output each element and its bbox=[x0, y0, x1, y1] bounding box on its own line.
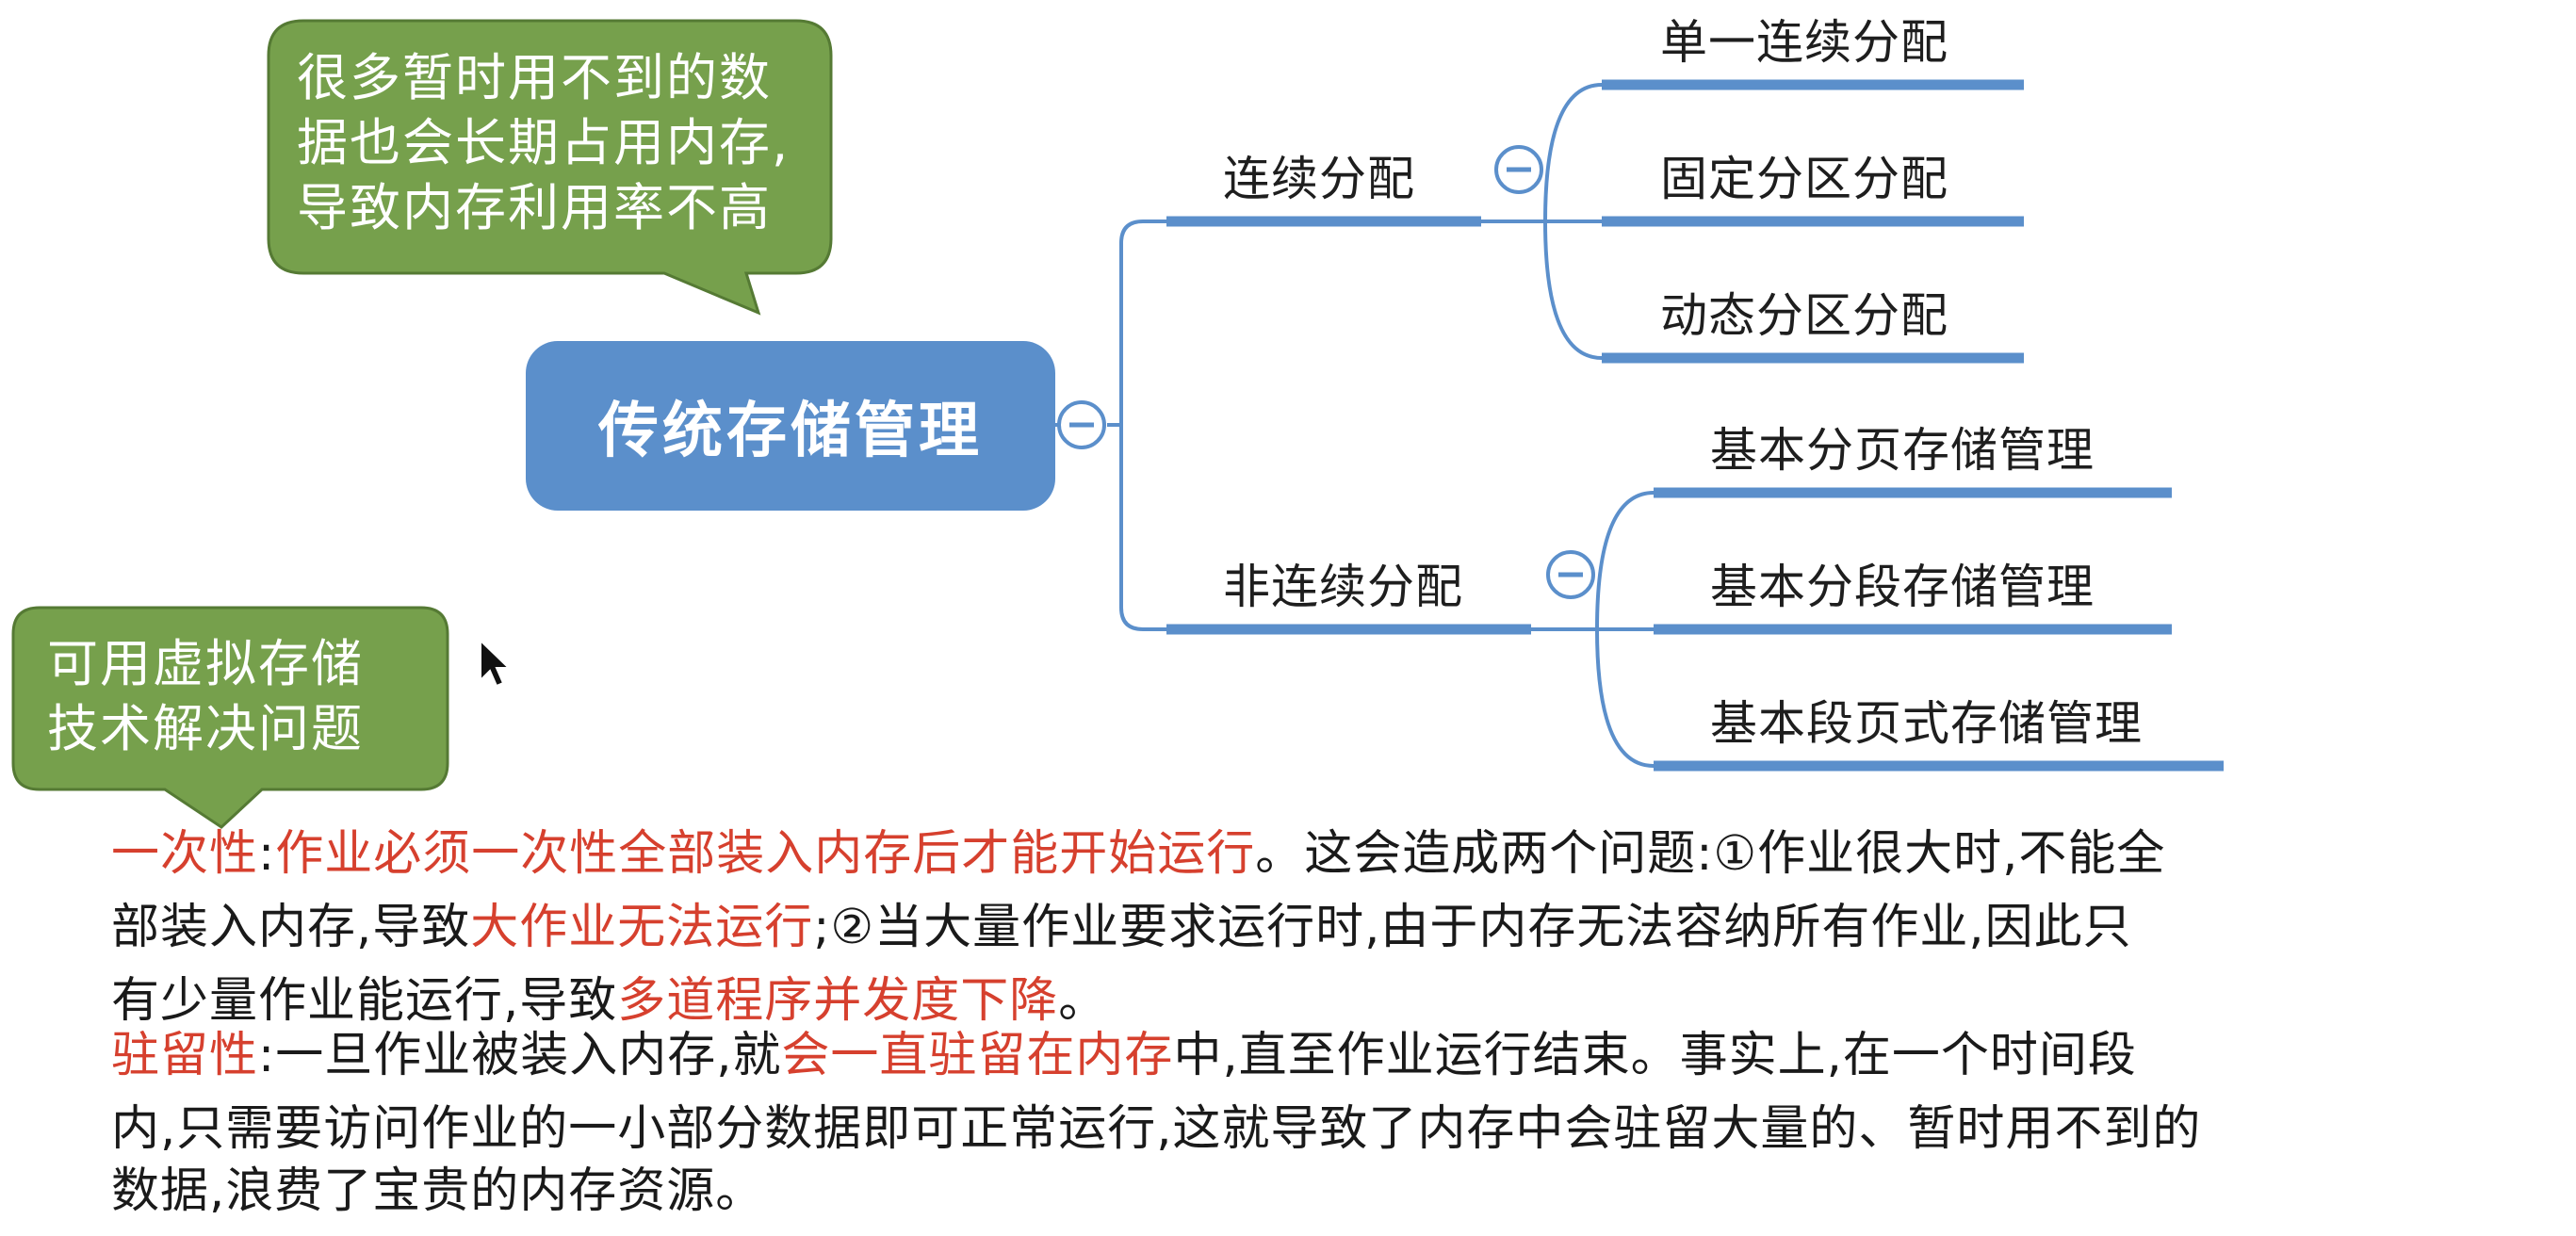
child-label[interactable]: 基本分段存储管理 bbox=[1710, 560, 2095, 614]
text-segment: 。 bbox=[1058, 973, 1108, 1029]
highlight-text: 作业必须一次性全部装入内存后才能开始运行 bbox=[275, 826, 1256, 882]
text-segment: 中,直至作业运行结束。事实上,在一个时间段 bbox=[1173, 1028, 2137, 1083]
central-topic[interactable]: 传统存储管理 bbox=[526, 341, 1055, 511]
branch-1-child-underlines bbox=[1602, 79, 2024, 364]
text-segment: 部装入内存,导致 bbox=[111, 900, 471, 955]
branch-label-noncontinuous[interactable]: 非连续分配 bbox=[1223, 560, 1463, 614]
child-label[interactable]: 基本段页式存储管理 bbox=[1710, 696, 2143, 751]
text-segment: : bbox=[258, 826, 276, 882]
callout-1-text: 很多暂时用不到的数 据也会长期占用内存, 导致内存利用率不高 bbox=[297, 45, 790, 240]
minus-circle-icon[interactable] bbox=[1546, 550, 1595, 599]
text-segment: 有少量作业能运行,导致 bbox=[111, 973, 618, 1029]
text-segment: 数据,浪费了宝贵的内存资源。 bbox=[111, 1163, 765, 1219]
paragraph-one-time-line-3: 有少量作业能运行,导致多道程序并发度下降。 bbox=[111, 965, 1107, 1038]
term-one-time: 一次性 bbox=[111, 826, 259, 882]
callout-bubble-1 bbox=[267, 19, 833, 316]
text-segment: 。这会造成两个问题:①作业很大时,不能全 bbox=[1255, 826, 2166, 882]
highlight-text: 会一直驻留在内存 bbox=[781, 1028, 1174, 1083]
callout-1-line: 很多暂时用不到的数 bbox=[297, 48, 772, 107]
text-segment: ;②当大量作业要求运行时,由于内存无法容纳所有作业,因此只 bbox=[813, 900, 2132, 955]
paragraph-resident-line-1: 驻留性:一旦作业被装入内存,就会一直驻留在内存中,直至作业运行结束。事实上,在一… bbox=[111, 1019, 2137, 1093]
term-resident: 驻留性 bbox=[111, 1028, 259, 1083]
child-label[interactable]: 基本分页存储管理 bbox=[1710, 423, 2095, 478]
callout-2-line: 可用虚拟存储 bbox=[47, 634, 364, 693]
paragraph-resident-line-2: 内,只需要访问作业的一小部分数据即可正常运行,这就导致了内存中会驻留大量的、暂时… bbox=[111, 1093, 2201, 1166]
child-label[interactable]: 固定分区分配 bbox=[1660, 152, 1948, 206]
branch-1-connectors bbox=[1481, 83, 1603, 360]
text-segment: :一旦作业被装入内存,就 bbox=[258, 1028, 782, 1083]
highlight-text: 多道程序并发度下降 bbox=[617, 973, 1059, 1029]
minus-circle-icon[interactable] bbox=[1057, 400, 1106, 449]
paragraph-resident-line-3: 数据,浪费了宝贵的内存资源。 bbox=[111, 1155, 764, 1228]
child-label[interactable]: 动态分区分配 bbox=[1660, 288, 1948, 343]
highlight-text: 大作业无法运行 bbox=[470, 900, 814, 955]
callout-1-line: 导致内存利用率不高 bbox=[297, 178, 772, 237]
text-segment: 内,只需要访问作业的一小部分数据即可正常运行,这就导致了内存中会驻留大量的、暂时… bbox=[111, 1101, 2202, 1157]
mouse-pointer-icon bbox=[480, 638, 512, 688]
callout-2-line: 技术解决问题 bbox=[47, 699, 364, 758]
callout-1-line: 据也会长期占用内存, bbox=[297, 113, 791, 172]
branch-2-connectors bbox=[1531, 491, 1655, 768]
callout-2-text: 可用虚拟存储 技术解决问题 bbox=[47, 631, 364, 761]
child-label[interactable]: 单一连续分配 bbox=[1660, 15, 1948, 70]
branch-2-child-underlines bbox=[1654, 487, 2224, 772]
paragraph-one-time-line-2: 部装入内存,导致大作业无法运行;②当大量作业要求运行时,由于内存无法容纳所有作业… bbox=[111, 891, 2132, 965]
callout-bubble-2 bbox=[11, 606, 449, 829]
branch-label-continuous[interactable]: 连续分配 bbox=[1223, 152, 1415, 206]
paragraph-one-time-line-1: 一次性:作业必须一次性全部装入内存后才能开始运行。这会造成两个问题:①作业很大时… bbox=[111, 818, 2165, 891]
branch-underlines bbox=[1166, 216, 1531, 635]
minus-circle-icon[interactable] bbox=[1494, 145, 1543, 194]
